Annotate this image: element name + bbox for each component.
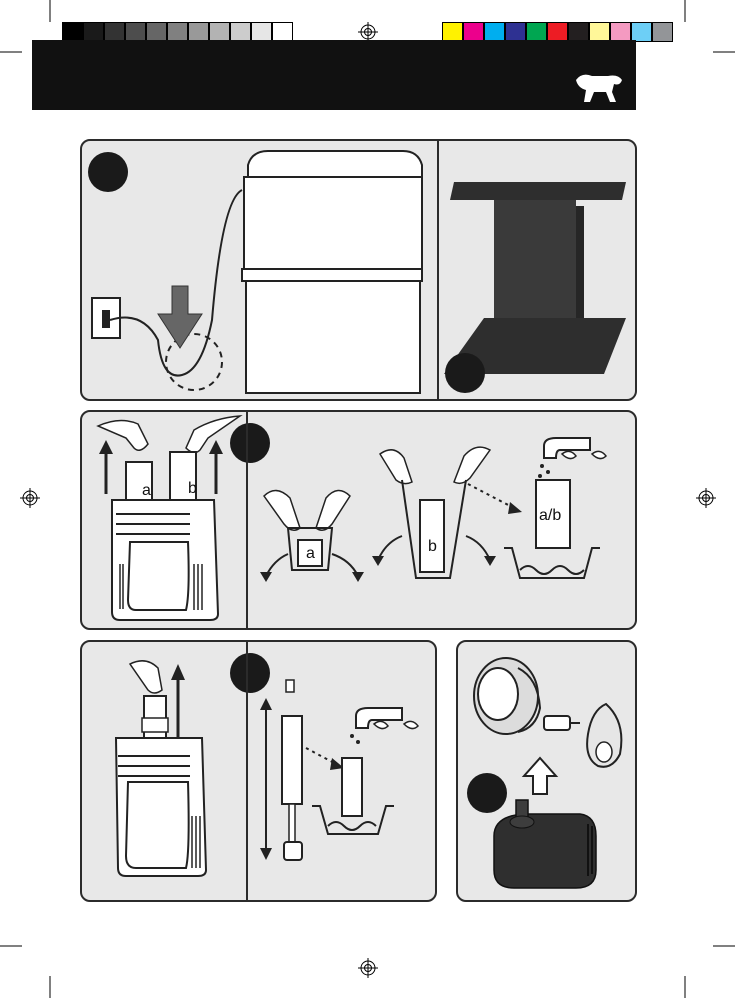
faucet-icon bbox=[342, 702, 422, 752]
arrow-up-icon bbox=[520, 756, 560, 796]
color-swatch bbox=[568, 22, 589, 42]
color-swatch bbox=[505, 22, 526, 42]
aquarium-illustration bbox=[238, 147, 428, 392]
color-swatch bbox=[62, 22, 83, 42]
registration-mark-icon bbox=[20, 488, 40, 508]
color-swatch bbox=[463, 22, 484, 42]
color-swatch bbox=[251, 22, 272, 42]
color-swatch bbox=[167, 22, 188, 42]
color-swatch bbox=[526, 22, 547, 42]
arrow-down-icon bbox=[158, 286, 208, 356]
color-swatch bbox=[209, 22, 230, 42]
color-swatch bbox=[188, 22, 209, 42]
color-swatch bbox=[484, 22, 505, 42]
power-cable-illustration bbox=[92, 170, 262, 400]
color-swatch bbox=[442, 22, 463, 42]
color-swatch bbox=[610, 22, 631, 42]
ferplast-dog-logo-icon bbox=[572, 70, 624, 104]
color-swatch bbox=[146, 22, 167, 42]
color-swatch bbox=[589, 22, 610, 42]
gray-swatch-bar bbox=[62, 22, 293, 42]
header-bar bbox=[32, 40, 636, 110]
color-swatch bbox=[631, 22, 652, 42]
color-swatch bbox=[125, 22, 146, 42]
panel-divider bbox=[246, 642, 248, 900]
color-swatch bbox=[547, 22, 568, 42]
rinse-label-ab: a/b bbox=[539, 507, 561, 525]
color-swatch bbox=[230, 22, 251, 42]
rinse-label-b: b bbox=[428, 538, 437, 556]
filter-unit-illustration bbox=[90, 414, 240, 624]
cartridge-label-b: b bbox=[188, 480, 197, 498]
color-swatch bbox=[652, 22, 673, 42]
registration-mark-icon bbox=[696, 488, 716, 508]
panel-divider bbox=[437, 141, 439, 399]
color-swatch-bar bbox=[442, 22, 673, 42]
color-swatch bbox=[272, 22, 293, 42]
step-badge bbox=[445, 353, 485, 393]
pump-illustration bbox=[484, 796, 604, 896]
cartridge-label-a: a bbox=[142, 482, 151, 500]
filter-unit-pump-illustration bbox=[92, 656, 242, 886]
registration-mark-icon bbox=[358, 22, 378, 42]
registration-mark-icon bbox=[358, 958, 378, 978]
color-swatch bbox=[83, 22, 104, 42]
color-swatch bbox=[104, 22, 125, 42]
faucet-icon bbox=[530, 432, 610, 482]
cabinet-stand-illustration bbox=[444, 178, 624, 378]
rinse-label-a: a bbox=[306, 545, 315, 563]
panel-divider bbox=[246, 412, 248, 628]
